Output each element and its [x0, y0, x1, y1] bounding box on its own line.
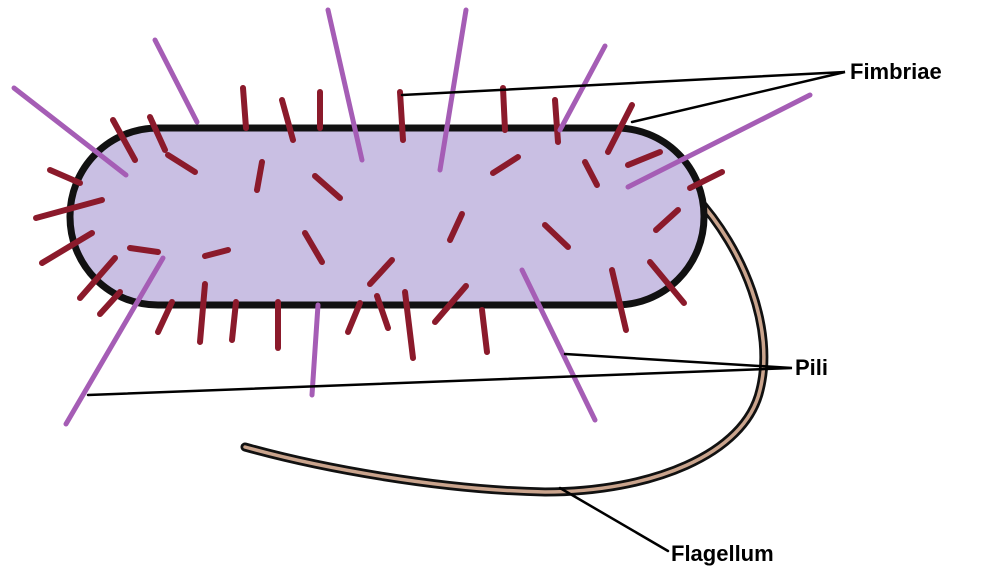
fimbria: [243, 88, 246, 128]
fimbria: [503, 88, 505, 130]
fimbria: [232, 302, 236, 340]
fimbria: [130, 248, 158, 252]
pilus: [312, 305, 318, 395]
flagellum-leader-line: [560, 488, 668, 551]
label-pili: Pili: [795, 355, 828, 380]
pili-leader-line: [88, 354, 792, 395]
pilus: [155, 40, 197, 122]
pilus: [560, 46, 605, 130]
fimbria: [482, 310, 487, 352]
fimbria: [100, 292, 120, 314]
fimbria: [400, 92, 403, 140]
label-flagellum: Flagellum: [671, 541, 774, 566]
fimbriae-leader-line: [402, 72, 845, 122]
fimbria: [555, 100, 558, 142]
pilus: [14, 88, 126, 175]
label-fimbriae: Fimbriae: [850, 59, 942, 84]
